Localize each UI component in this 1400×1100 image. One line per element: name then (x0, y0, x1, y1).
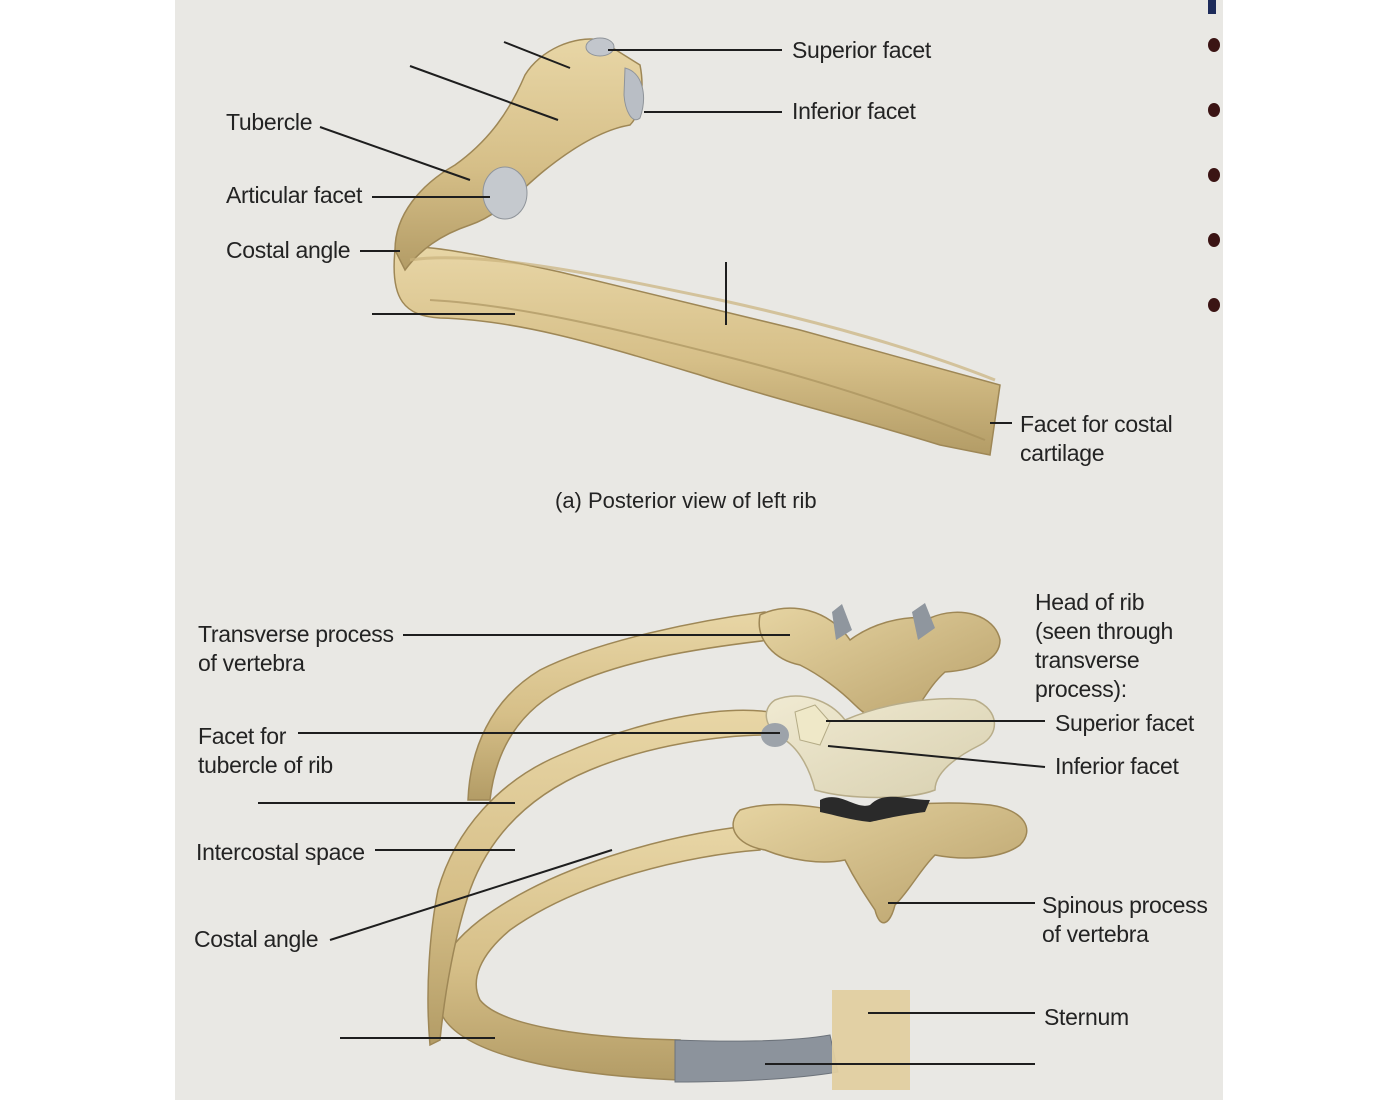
label-articular-facet: Articular facet (226, 182, 363, 208)
label-superior-facet-b: Superior facet (1055, 710, 1194, 736)
label-intercostal-space: Intercostal space (196, 839, 365, 865)
label-superior-facet-a: Superior facet (792, 37, 931, 63)
label-facet-tubercle: Facet for tubercle of rib (198, 723, 333, 778)
label-costal-angle-b: Costal angle (194, 926, 319, 952)
lower-vertebra (732, 802, 1028, 924)
margin-dot (1208, 168, 1220, 182)
label-sternum: Sternum (1044, 1004, 1129, 1030)
margin-bar (1208, 0, 1216, 14)
margin-dot (1208, 103, 1220, 117)
rib-head-superior-facet (585, 37, 615, 57)
page-margin (1223, 0, 1400, 1100)
tubercle-articular-facet (482, 166, 528, 220)
rib-head-inferior-facet (623, 67, 644, 121)
label-transverse-process: Transverse process of vertebra (198, 621, 394, 676)
costal-cartilage (674, 1034, 839, 1083)
margin-dot (1208, 298, 1220, 312)
label-spinous-process: Spinous process of vertebra (1042, 892, 1208, 947)
margin-dot (1208, 38, 1220, 52)
upper-vertebra (758, 607, 1001, 723)
margin-dot (1208, 233, 1220, 247)
label-head-of-rib: Head of rib (seen through transverse pro… (1035, 589, 1174, 702)
label-tubercle: Tubercle (226, 109, 313, 135)
label-facet-costal-cartilage: Facet for costal cartilage (1020, 411, 1173, 466)
label-inferior-facet-a: Inferior facet (792, 98, 916, 124)
label-costal-angle-a: Costal angle (226, 237, 351, 263)
diagram-panel (175, 0, 1223, 1100)
leader-lines (258, 41, 1046, 1065)
rib-posterior-view (393, 37, 1001, 456)
upper-rib (467, 611, 771, 801)
middle-rib (427, 709, 771, 1047)
sternum-bone (832, 990, 910, 1090)
caption-view-a: (a) Posterior view of left rib (555, 488, 817, 513)
rib-vertebra-articulation (427, 603, 1028, 1090)
label-inferior-facet-b: Inferior facet (1055, 753, 1179, 779)
